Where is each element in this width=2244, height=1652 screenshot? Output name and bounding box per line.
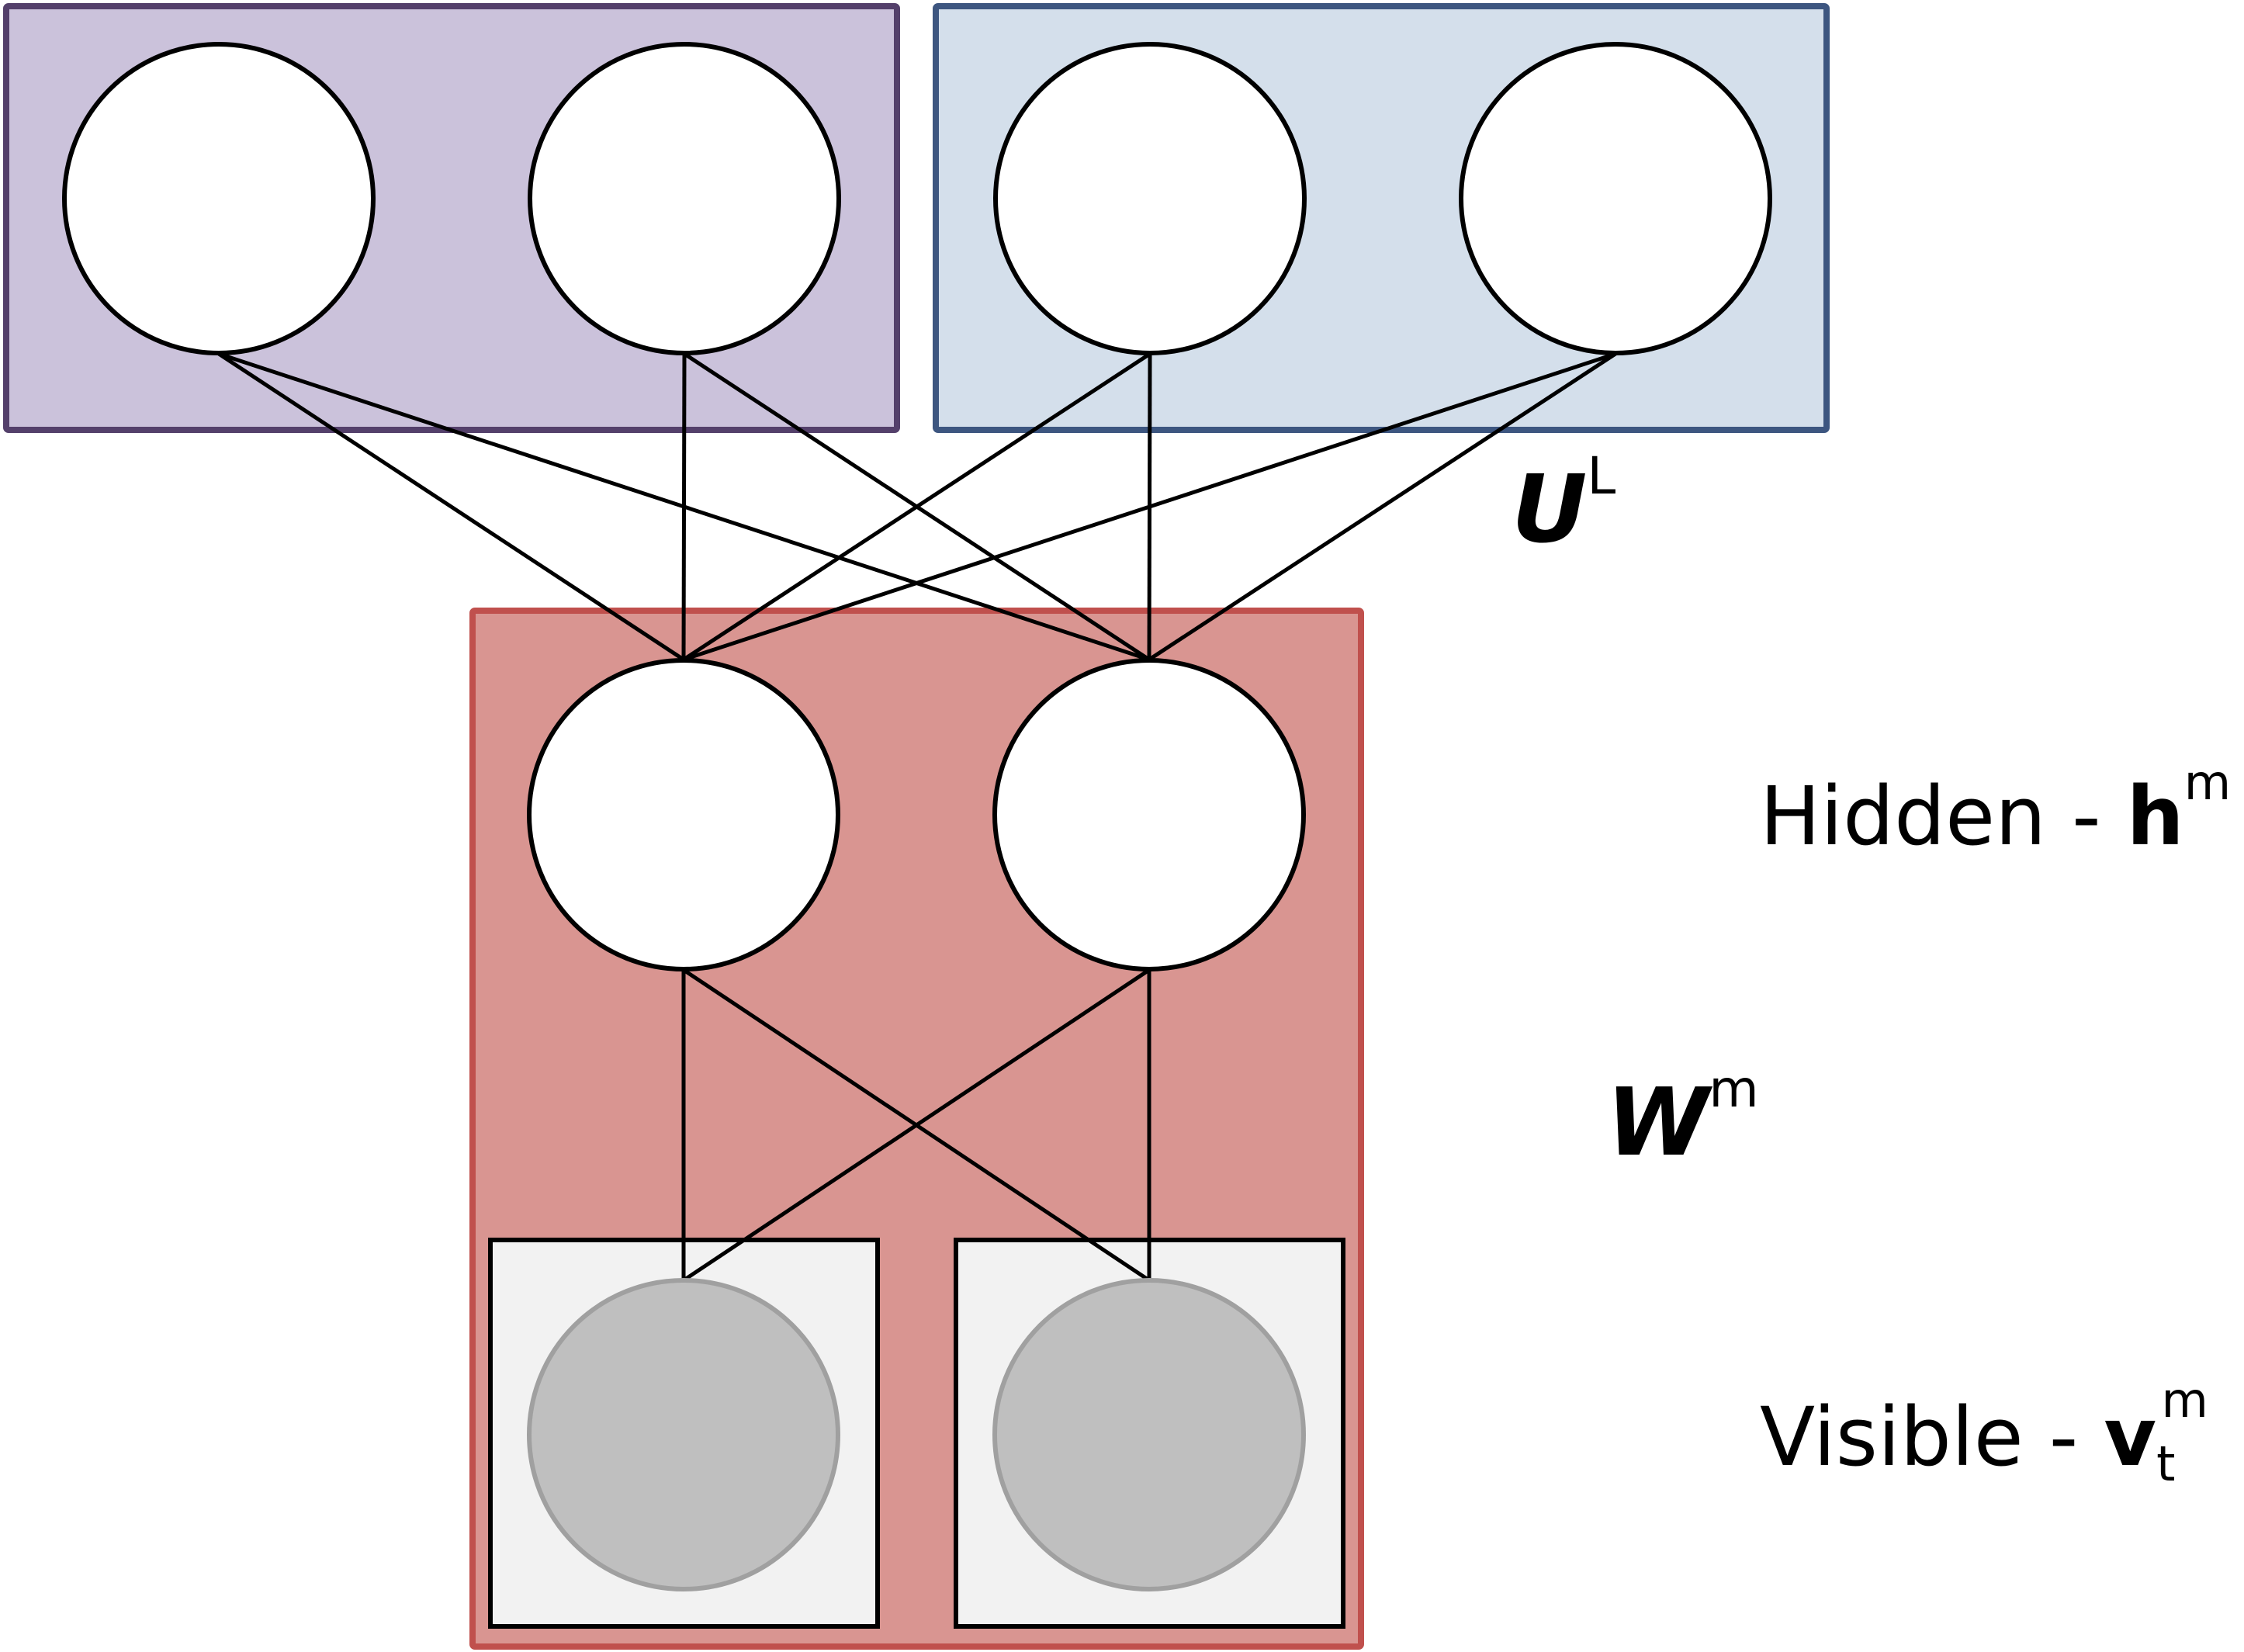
lower-connections	[681, 968, 1151, 1283]
u-symbol: U	[1512, 456, 1587, 564]
hidden-text: Hidden -	[1760, 769, 2127, 864]
visible-superscript: m	[2161, 1372, 2208, 1429]
visible-label: Visible - vtm	[1760, 1372, 2208, 1492]
top-node-2	[528, 42, 841, 355]
visible-node-1	[527, 1278, 840, 1591]
w-label: Wm	[1606, 1059, 1759, 1177]
hidden-superscript: m	[2184, 754, 2231, 811]
edge	[683, 352, 1616, 662]
edge	[682, 352, 1151, 662]
visible-symbol: v	[2104, 1390, 2156, 1484]
visible-subscript: t	[2156, 1436, 2175, 1492]
edge	[217, 352, 685, 662]
upper-connections	[217, 352, 1617, 662]
u-label: UL	[1512, 446, 1615, 564]
edge	[1148, 352, 1617, 662]
visible-node-2	[992, 1278, 1306, 1591]
w-superscript: m	[1709, 1059, 1758, 1119]
top-node-1	[62, 42, 376, 355]
edge	[682, 968, 1151, 1283]
visible-text: Visible -	[1760, 1390, 2104, 1484]
hidden-label: Hidden - hm	[1760, 754, 2231, 864]
top-node-4	[1459, 42, 1772, 355]
hidden-node-2	[992, 658, 1306, 971]
top-node-3	[993, 42, 1307, 355]
u-superscript: L	[1587, 446, 1615, 506]
hidden-symbol: h	[2127, 769, 2184, 864]
w-symbol: W	[1606, 1069, 1713, 1177]
hidden-node-1	[527, 658, 840, 971]
